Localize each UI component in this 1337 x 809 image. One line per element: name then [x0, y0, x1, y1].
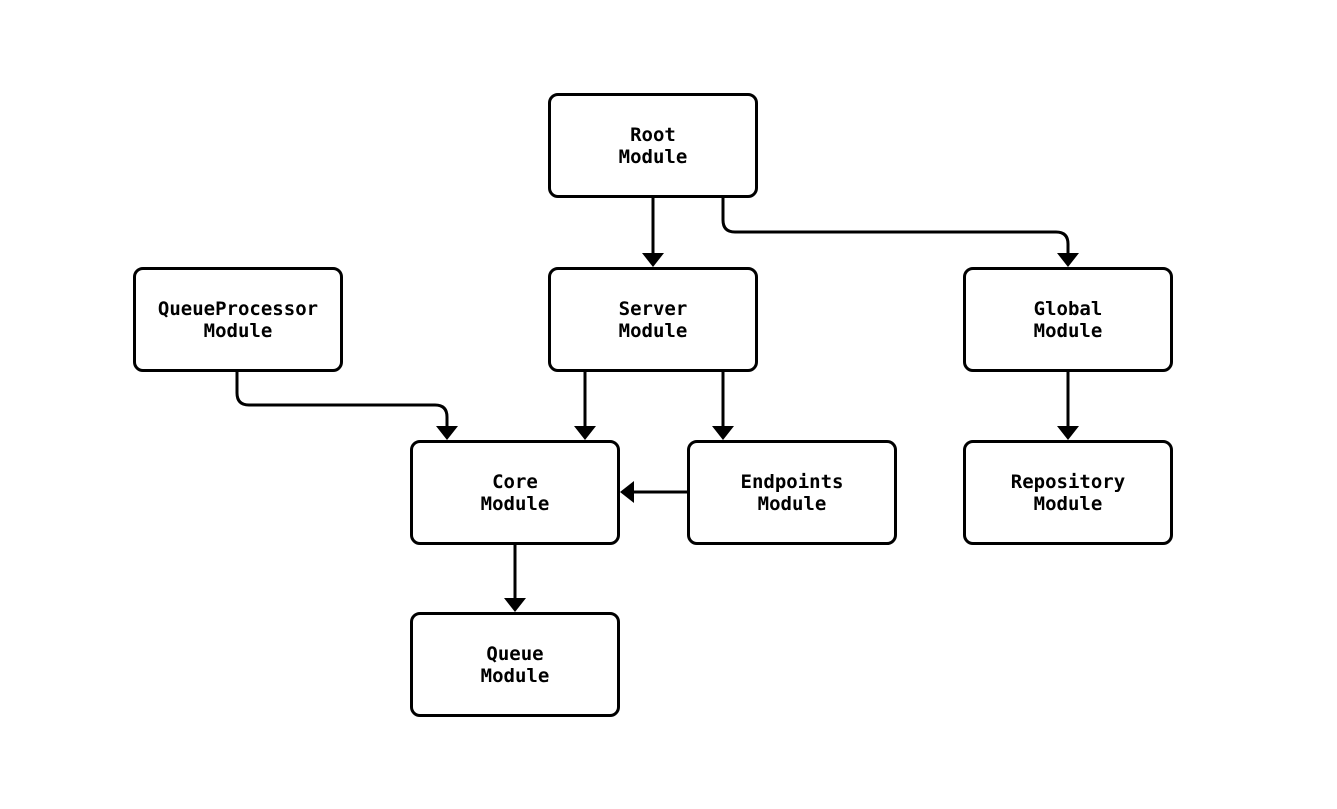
- arrowhead-root-module-to-server-module: [642, 253, 664, 267]
- node-server-module: Server Module: [548, 267, 758, 372]
- arrowhead-queueprocessor-module-to-core-module: [436, 426, 458, 440]
- node-core-module: Core Module: [410, 440, 620, 545]
- arrowhead-root-module-to-global-module: [1057, 253, 1079, 267]
- node-queue-module: Queue Module: [410, 612, 620, 717]
- node-root-module: Root Module: [548, 93, 758, 198]
- node-global-module: Global Module: [963, 267, 1173, 372]
- node-queueprocessor-module: QueueProcessor Module: [133, 267, 343, 372]
- node-label-root-module: Root Module: [618, 123, 688, 168]
- arrowhead-endpoints-module-to-core-module: [620, 481, 634, 503]
- arrowhead-core-module-to-queue-module: [504, 598, 526, 612]
- arrowhead-server-module-to-core-module: [574, 426, 596, 440]
- node-label-core-module: Core Module: [480, 470, 550, 515]
- node-endpoints-module: Endpoints Module: [687, 440, 897, 545]
- edge-root-module-to-global-module: [721, 198, 1070, 255]
- node-label-global-module: Global Module: [1033, 297, 1103, 342]
- node-repository-module: Repository Module: [963, 440, 1173, 545]
- node-label-server-module: Server Module: [618, 297, 688, 342]
- node-label-queue-module: Queue Module: [480, 642, 550, 687]
- edge-queueprocessor-module-to-core-module: [235, 372, 449, 428]
- arrowhead-global-module-to-repository-module: [1057, 426, 1079, 440]
- arrowhead-server-module-to-endpoints-module: [712, 426, 734, 440]
- node-label-repository-module: Repository Module: [1010, 470, 1126, 515]
- node-label-endpoints-module: Endpoints Module: [740, 470, 844, 515]
- node-label-queueprocessor-module: QueueProcessor Module: [157, 297, 319, 342]
